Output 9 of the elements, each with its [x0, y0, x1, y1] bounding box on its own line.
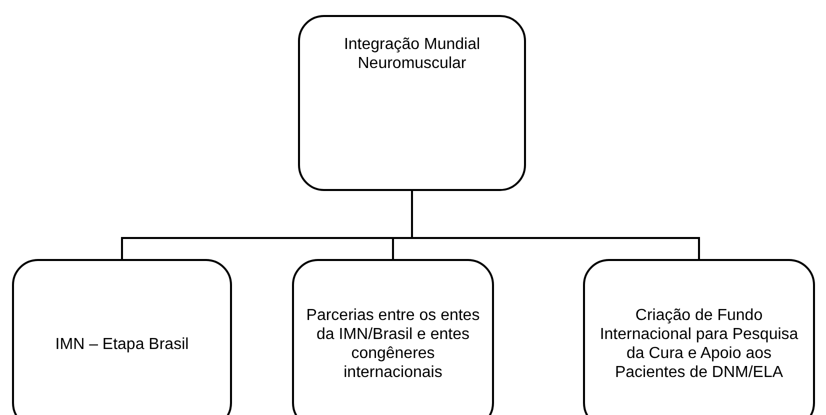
box-text: Integração Mundial Neuromuscular: [342, 35, 482, 73]
rounded-box: [292, 259, 494, 415]
connector-line: [411, 191, 700, 259]
box-text: Parcerias entre os entes da IMN/Brasil e entes congêneres internacionais: [305, 306, 481, 382]
box-text: IMN – Etapa Brasil: [55, 334, 189, 354]
rounded-box: [12, 259, 232, 415]
rounded-box: [583, 259, 815, 415]
rounded-box: [298, 15, 526, 191]
box-text: Criação de Fundo Internacional para Pesquisa da Cura e Apoio aos Pacientes de DNM/ELA: [598, 306, 800, 382]
